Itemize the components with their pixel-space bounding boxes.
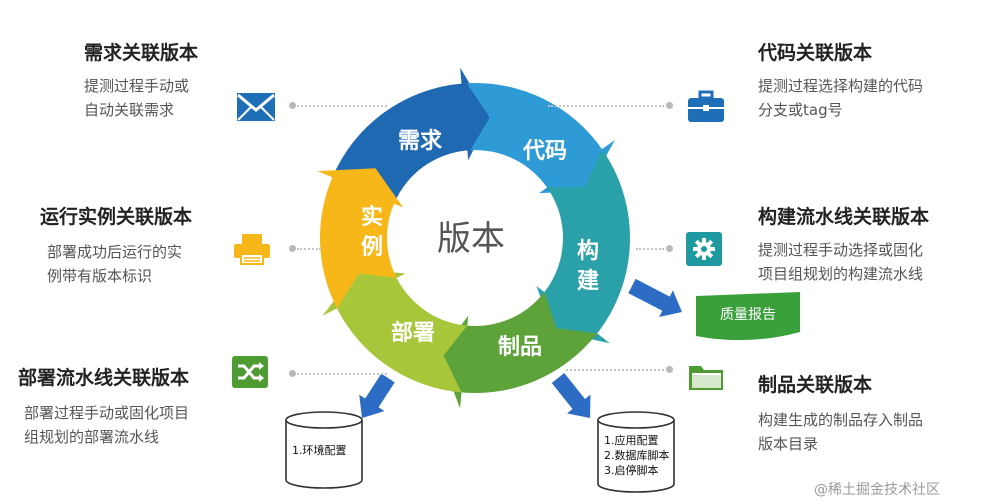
quality-report-banner [696, 292, 800, 341]
cylinder-text: 2.数据库脚本 [604, 448, 670, 462]
cylinder-body [285, 420, 363, 489]
connector-dot [666, 102, 673, 109]
instance-desc: 部署成功后运行的实 例带有版本标识 [47, 240, 182, 288]
cylinder-top [285, 411, 363, 429]
connector-line [566, 369, 664, 371]
cycle-segment-label: 制品 [498, 335, 542, 360]
connector-dot [289, 102, 296, 109]
requirement-desc: 提测过程手动或 自动关联需求 [84, 74, 189, 122]
cylinder-text: 3.启停脚本 [604, 463, 659, 477]
connector-dot [666, 245, 673, 252]
env-db-arrow [359, 373, 395, 418]
build-pipeline-title: 构建流水线关联版本 [758, 206, 930, 228]
segment-label-char: 例 [361, 235, 383, 260]
connector-line [636, 248, 664, 250]
code-desc-line-2: 分支或tag号 [758, 101, 843, 119]
cycle-segment-label: 代码 [522, 139, 567, 164]
shuffle-icon [230, 355, 270, 389]
cylinder-text: 1.应用配置 [604, 433, 659, 447]
quality-report-arrow [628, 278, 682, 318]
cycle-segment-label: 需求 [398, 129, 442, 154]
code-desc-line-1: 提测过程选择构建的代码 [758, 77, 924, 95]
build-pipeline-desc-line-1: 提测过程手动选择或固化 [758, 241, 924, 259]
requirement-title: 需求关联版本 [84, 42, 199, 64]
cycle-segment-6 [317, 168, 404, 309]
cycle-segment-4 [439, 292, 598, 409]
briefcase-icon [686, 90, 726, 124]
cylinder-body [597, 420, 675, 493]
center-label: 版本 [437, 219, 505, 259]
instance-title: 运行实例关联版本 [40, 206, 193, 228]
segment-label-char: 实 [361, 204, 383, 230]
instance-desc-line-1: 部署成功后运行的实 [47, 243, 183, 261]
build-pipeline-desc: 提测过程手动选择或固化 项目组规划的构建流水线 [758, 238, 923, 286]
cycle-segment-3 [536, 149, 630, 344]
watermark: @稀土掘金技术社区 [814, 482, 940, 498]
requirement-desc-line-1: 提测过程手动或 [84, 77, 190, 95]
connector-dot [666, 366, 673, 373]
quality-report-label: 质量报告 [720, 307, 776, 323]
requirement-desc-line-2: 自动关联需求 [84, 101, 175, 119]
instance-desc-line-2: 例带有版本标识 [47, 267, 153, 285]
cycle-segment-5 [322, 269, 468, 393]
segment-label-char: 构 [577, 238, 599, 264]
connector-line [548, 105, 664, 107]
folder-icon [686, 360, 726, 394]
code-desc: 提测过程选择构建的代码 分支或tag号 [758, 74, 923, 122]
cylinder-text: 1.环境配置 [292, 443, 347, 457]
cylinder-top [597, 411, 675, 429]
printer-icon [232, 232, 272, 266]
cycle-segment-label: 部署 [391, 320, 435, 346]
code-title: 代码关联版本 [758, 42, 873, 64]
artifact-desc: 构建生成的制品存入制品 版本目录 [758, 408, 923, 456]
deploy-pipeline-desc: 部署过程手动或固化项目 组规划的部署流水线 [24, 401, 189, 449]
cycle-segment-label: 构建 [577, 238, 599, 294]
build-pipeline-desc-line-2: 项目组规划的构建流水线 [758, 265, 924, 283]
connector-line [297, 248, 321, 250]
deploy-pipeline-desc-line-2: 组规划的部署流水线 [24, 428, 160, 446]
artifact-title: 制品关联版本 [758, 374, 873, 396]
deploy-pipeline-desc-line-1: 部署过程手动或固化项目 [24, 404, 190, 422]
segment-label-char: 建 [577, 269, 599, 294]
gear-icon [684, 232, 724, 266]
artifact-db-arrow [551, 373, 591, 418]
connector-dot [289, 370, 296, 377]
deploy-pipeline-title: 部署流水线关联版本 [18, 367, 190, 389]
connector-line [297, 373, 387, 375]
envelope-icon [236, 90, 276, 124]
cycle-segment-label: 实例 [361, 204, 383, 260]
artifact-desc-line-2: 版本目录 [758, 435, 819, 453]
connector-line [297, 105, 387, 107]
cycle-segment-2 [466, 83, 616, 194]
artifact-desc-line-1: 构建生成的制品存入制品 [758, 411, 924, 429]
env-config-db: 1.环境配置 [285, 411, 363, 489]
connector-dot [289, 245, 296, 252]
